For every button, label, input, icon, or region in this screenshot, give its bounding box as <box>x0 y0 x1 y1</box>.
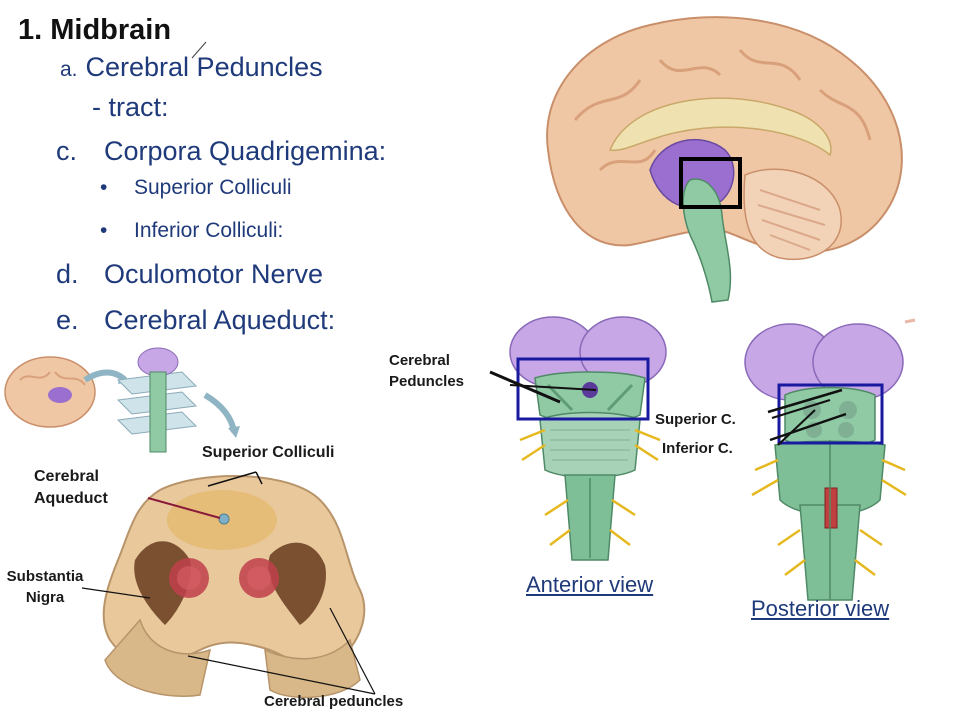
nigra-leader-line <box>81 587 151 599</box>
outline-item-d: d. Oculomotor Nerve <box>56 259 323 290</box>
bullet-item: • Inferior Colliculi: <box>100 219 283 243</box>
brain-highlight-box <box>679 157 742 209</box>
outline-marker-e: e. <box>56 305 79 335</box>
slice-orientation-illustration <box>4 347 240 453</box>
outline-marker-c: c. <box>56 136 78 166</box>
superior-colliculi-label: Superior Colliculi <box>202 444 335 461</box>
anterior-peduncles-label-line: Cerebral <box>389 352 450 369</box>
outline-tract: - tract: <box>92 92 169 122</box>
peduncles-leader-line <box>329 607 376 695</box>
peduncles-pointer-line <box>489 370 561 404</box>
superior-c-pointer-line <box>771 399 831 419</box>
midbrain-cross-section <box>102 475 366 699</box>
posterior-brainstem-illustration <box>744 318 916 601</box>
anterior-peduncles-label-line: Peduncles <box>389 373 465 390</box>
cerebral-peduncles-label: Cerebral peduncles <box>264 693 404 710</box>
peduncles-pointer-line <box>509 384 597 391</box>
inferior-c-pointer-line <box>769 412 847 442</box>
anterior-highlight-box <box>516 357 650 421</box>
sagittal-brain-illustration <box>546 16 903 303</box>
posterior-view-caption: Posterior view <box>751 596 890 621</box>
aqueduct-leader-line <box>147 497 221 519</box>
colliculi-leader-line <box>207 471 257 487</box>
outline-marker-a: a. <box>60 58 78 81</box>
bullet-dot-icon: • <box>100 219 108 242</box>
outline-item-a: a. Cerebral Peduncles <box>60 52 323 83</box>
annotation-slash <box>191 41 207 59</box>
substantia-nigra-label-line: Substantia <box>6 568 84 585</box>
inferior-c-label: Inferior C. <box>662 440 733 457</box>
cerebral-aqueduct-label-line: Cerebral <box>34 468 99 485</box>
outline-item-c: c. Corpora Quadrigemina: <box>56 136 386 167</box>
superior-c-label: Superior C. <box>655 411 736 428</box>
substantia-nigra-label-line: Nigra <box>25 589 65 606</box>
outline-marker-d: d. <box>56 259 79 289</box>
superior-c-pointer-line <box>767 388 843 414</box>
outline-text-e: Cerebral Aqueduct: <box>104 305 336 335</box>
bullet-dot-icon: • <box>100 176 108 199</box>
anterior-brainstem-illustration <box>509 316 667 561</box>
anterior-view-caption: Anterior view <box>526 572 654 597</box>
outline-text-c: Corpora Quadrigemina: <box>104 136 387 166</box>
slide-title: 1. Midbrain <box>18 14 172 46</box>
cerebral-aqueduct-label-line: Aqueduct <box>34 490 108 507</box>
outline-text-d: Oculomotor Nerve <box>104 259 324 289</box>
bullet-text: Superior Colliculi <box>134 176 292 199</box>
outline-text-a: Cerebral Peduncles <box>85 52 323 82</box>
posterior-highlight-box <box>777 383 884 445</box>
anterior-peduncles-label: Cerebral Peduncles <box>389 350 464 392</box>
outline-item-e: e. Cerebral Aqueduct: <box>56 305 335 336</box>
inferior-c-pointer-line <box>777 409 816 446</box>
peduncles-leader-line <box>187 655 376 695</box>
bullet-text: Inferior Colliculi: <box>134 219 284 242</box>
substantia-nigra-label: Substantia Nigra <box>0 566 90 608</box>
cerebral-aqueduct-label: Cerebral Aqueduct <box>34 466 108 510</box>
bullet-item: • Superior Colliculi <box>100 176 292 200</box>
colliculi-leader-line <box>255 471 263 485</box>
